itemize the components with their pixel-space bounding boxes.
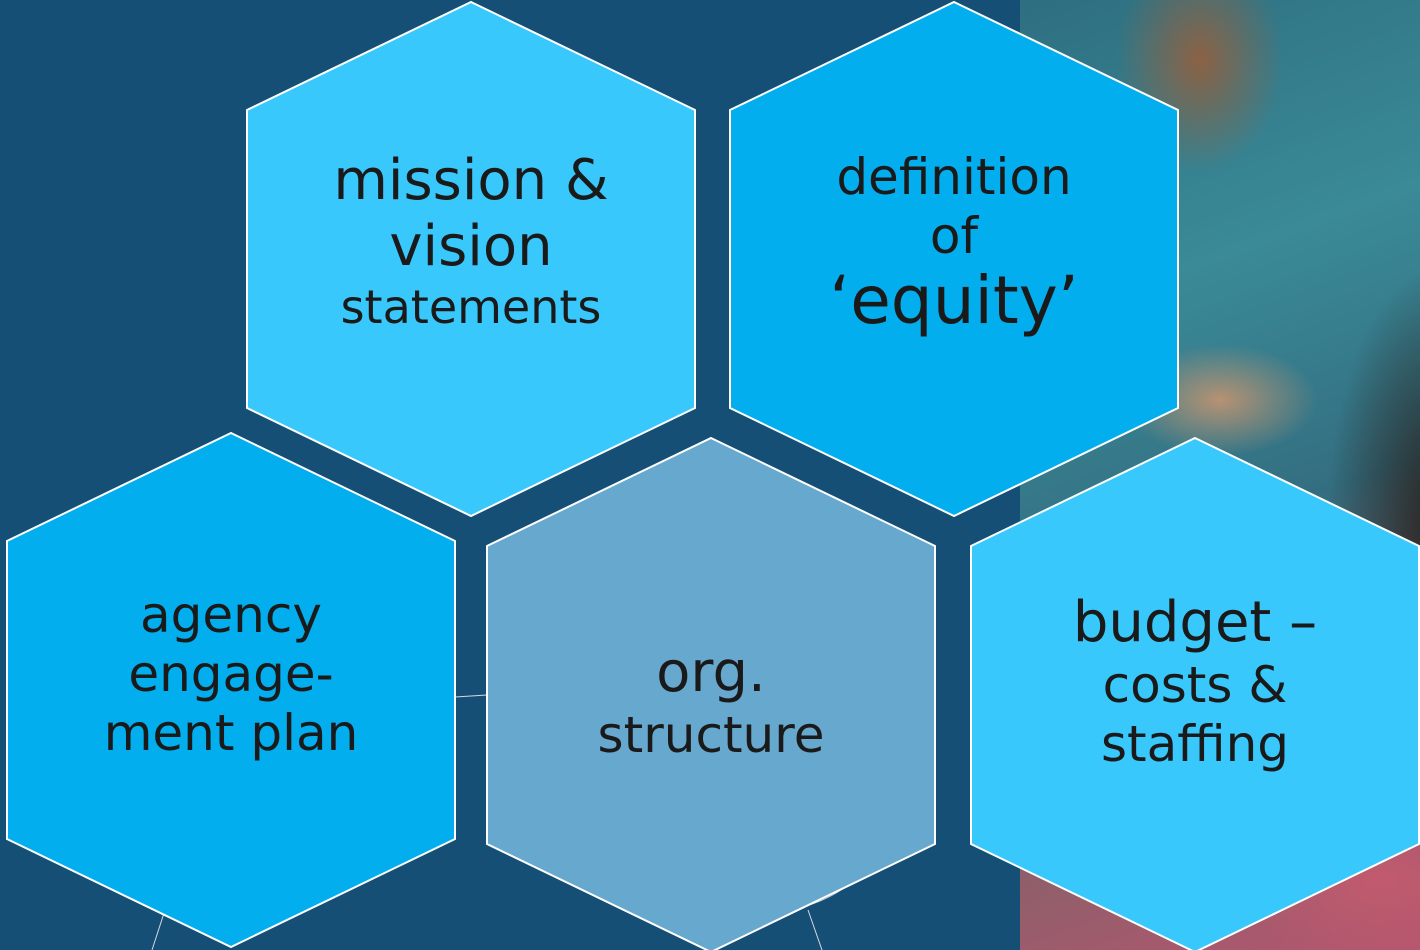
hex-line: ‘equity’	[829, 262, 1079, 339]
hexagon-agency	[6, 431, 456, 949]
connector-line	[151, 909, 166, 950]
hex-line: definition	[836, 148, 1072, 206]
connector-line	[807, 909, 823, 950]
hexagon-budget-label: budget – costs & staffing	[995, 590, 1395, 774]
hexagon-mission-label: mission & vision statements	[271, 148, 671, 334]
hex-line: engage-	[128, 645, 334, 703]
hex-line: mission &	[333, 148, 609, 213]
hex-line: agency	[140, 586, 322, 644]
connector-line	[454, 694, 488, 698]
hexagon-equity	[729, 0, 1179, 518]
hexagon-budget	[970, 436, 1420, 950]
hex-line: structure	[597, 706, 825, 765]
hex-line: vision	[389, 214, 553, 280]
hex-line: statements	[340, 280, 602, 335]
hexagon-mission	[246, 0, 696, 518]
hex-line: of	[929, 207, 979, 265]
hex-line: ment plan	[103, 704, 359, 762]
hexagon-org-label: org. structure	[511, 640, 911, 765]
hexagon-org	[486, 436, 936, 950]
hex-line: org.	[656, 640, 766, 705]
hexagon-agency-label: agency engage- ment plan	[31, 586, 431, 763]
hex-line: costs &	[1102, 656, 1288, 715]
hex-line: budget –	[1072, 590, 1318, 655]
hexagon-equity-label: definition of ‘equity’	[754, 148, 1154, 340]
hex-line: staffing	[1100, 715, 1290, 774]
